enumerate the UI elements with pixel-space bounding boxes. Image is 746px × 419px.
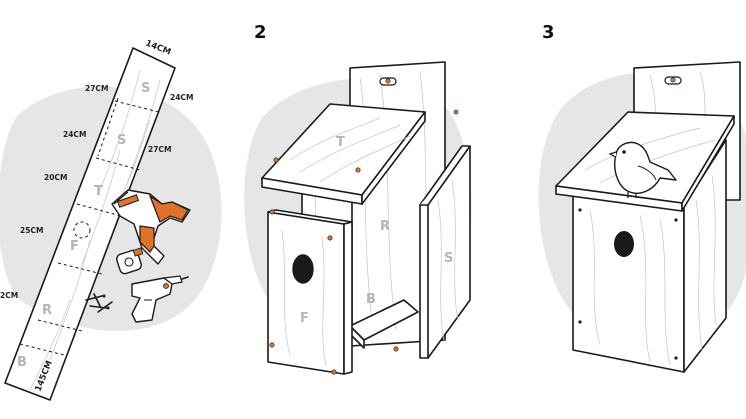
bird-icon [608,141,677,198]
cut-line [95,157,141,171]
dimension-label: 24CM [170,93,193,102]
dimension-label: 24CM [63,130,86,139]
dimension-label: 20CM [44,173,67,182]
side-panel-s [419,109,471,359]
front-panel [267,209,353,375]
assembly-piece-label: B [366,292,376,307]
cut-line [114,100,160,113]
drill-icon [131,275,189,323]
cut-line [57,262,103,275]
panel-assembly: 2 [244,22,472,375]
step-number: 2 [254,22,267,43]
assembly-piece-label: S [444,251,453,266]
cut-line [19,343,65,356]
dimension-label: 27CM [85,84,108,93]
assembly-piece-label: F [300,311,309,326]
tape-measure-icon [116,247,144,275]
bottom-panel [349,299,419,352]
front-panel [572,195,685,373]
panel-finished: 3 [538,22,746,373]
cut-line [37,319,83,332]
saw-icon [111,189,191,265]
assembly-piece-label: T [336,135,345,150]
dimension-label: 25CM [20,226,43,235]
board-piece-label: R [42,303,52,318]
step-number: 3 [542,22,555,43]
board-piece-label: S [141,81,150,96]
dimension-label: 2CM [0,291,18,300]
panel-cutting-plan: S S T F R B 14CM 27CM 24CM 24CM 27CM 20C… [0,39,222,401]
cut-line [97,97,119,157]
roof-panel [261,103,426,205]
entrance-hole-mark [73,221,91,239]
board-piece-label: F [70,239,79,254]
board-piece-label: B [17,355,27,370]
assembly-piece-label: R [380,219,390,234]
screws-icon [85,293,113,313]
entrance-hole [614,231,634,257]
dimension-label: 27CM [148,145,171,154]
entrance-hole [292,254,314,284]
board-piece-label: T [94,184,103,199]
board-piece-label: S [117,133,126,148]
wood-board [4,47,176,401]
cut-line [76,203,122,217]
